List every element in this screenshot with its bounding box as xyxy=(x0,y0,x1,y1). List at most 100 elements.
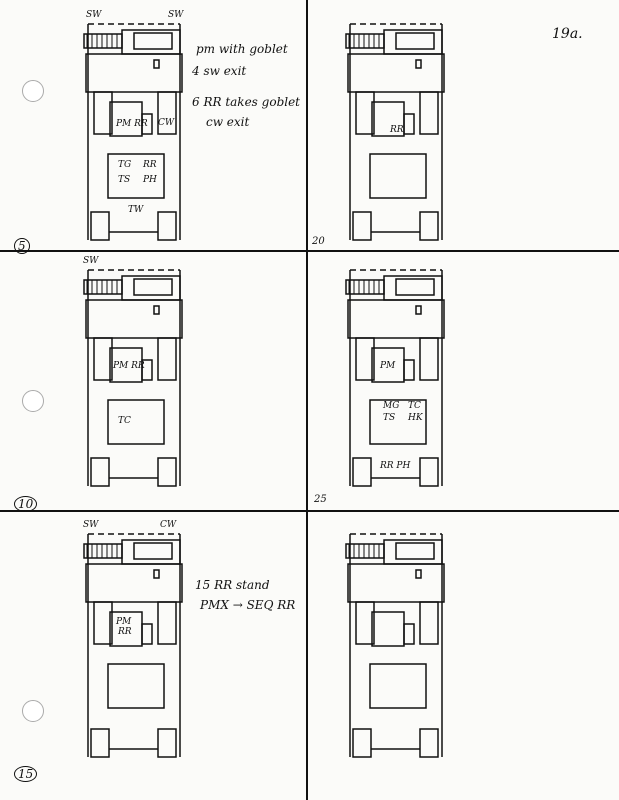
left-wing xyxy=(355,91,375,135)
character-label: TC xyxy=(408,401,421,411)
throne-steps xyxy=(403,623,415,645)
character-label: PM RR xyxy=(112,361,145,371)
left-box xyxy=(90,728,110,758)
stage-diagram: RR xyxy=(345,23,445,241)
column-divider xyxy=(306,0,308,800)
upper-block xyxy=(395,278,435,296)
door-marker xyxy=(415,569,422,579)
blocking-note: cw exit xyxy=(206,115,250,129)
center-table xyxy=(369,153,427,199)
left-box xyxy=(352,457,372,487)
blocking-note: 15 RR stand xyxy=(195,578,270,592)
right-wing xyxy=(157,91,177,135)
character-label: CW xyxy=(160,520,177,530)
throne-steps xyxy=(141,113,153,135)
character-label: TW xyxy=(128,205,144,215)
stage-diagram xyxy=(345,533,445,758)
character-label: PM xyxy=(379,361,396,371)
throne-steps xyxy=(141,623,153,645)
panel-number: 15 xyxy=(14,766,38,782)
stage-diagram: PM MG TC TS HK RR PH xyxy=(345,269,445,487)
left-box xyxy=(90,211,110,241)
main-platform xyxy=(85,53,183,93)
staircase xyxy=(345,543,385,559)
blocking-note: PMX → SEQ RR xyxy=(200,598,296,612)
throne-block xyxy=(371,611,405,647)
staircase xyxy=(83,543,123,559)
character-label: RR xyxy=(142,160,157,170)
upper-block xyxy=(133,278,173,296)
character-label: CW xyxy=(158,118,175,128)
throne-steps xyxy=(403,113,415,135)
center-table xyxy=(107,153,165,199)
panel-number: 5 xyxy=(14,238,30,254)
character-label: TC xyxy=(118,416,131,426)
upper-block xyxy=(395,32,435,50)
center-table xyxy=(369,399,427,445)
character-label: RR xyxy=(389,125,404,135)
left-wing xyxy=(355,337,375,381)
center-table xyxy=(107,399,165,445)
character-label: TS xyxy=(118,175,130,185)
right-wing xyxy=(419,337,439,381)
left-box xyxy=(352,728,372,758)
center-table xyxy=(107,663,165,709)
staircase xyxy=(345,33,385,49)
right-box xyxy=(157,457,177,487)
right-box xyxy=(157,211,177,241)
main-platform xyxy=(85,299,183,339)
staircase xyxy=(345,279,385,295)
main-platform xyxy=(347,53,445,93)
upper-block xyxy=(133,32,173,50)
right-wing xyxy=(419,601,439,645)
binder-hole xyxy=(22,390,44,412)
page-label: 19a. xyxy=(552,26,583,42)
character-label: RR xyxy=(117,627,132,637)
right-wing xyxy=(157,337,177,381)
left-wing xyxy=(93,601,113,645)
door-marker xyxy=(415,59,422,69)
right-wing xyxy=(419,91,439,135)
right-box xyxy=(419,728,439,758)
character-label: SW xyxy=(83,520,99,530)
main-platform xyxy=(347,299,445,339)
staircase xyxy=(83,279,123,295)
character-label: RR PH xyxy=(379,461,410,471)
character-label: MG xyxy=(382,401,399,411)
door-marker xyxy=(153,305,160,315)
blocking-note: pm with goblet xyxy=(196,42,288,56)
center-table xyxy=(369,663,427,709)
row-divider xyxy=(0,250,619,252)
row-divider xyxy=(0,510,619,512)
character-label: SW xyxy=(168,10,184,20)
staircase xyxy=(83,33,123,49)
panel-number: 20 xyxy=(312,236,325,247)
main-platform xyxy=(347,563,445,603)
binder-hole xyxy=(22,700,44,722)
right-wing xyxy=(157,601,177,645)
character-label: SW xyxy=(83,256,99,266)
character-label: PH xyxy=(142,175,157,185)
character-label: SW xyxy=(86,10,102,20)
left-wing xyxy=(355,601,375,645)
door-marker xyxy=(153,59,160,69)
panel-number: 25 xyxy=(314,494,327,505)
character-label: TS xyxy=(383,413,395,423)
door-marker xyxy=(153,569,160,579)
left-wing xyxy=(93,337,113,381)
left-wing xyxy=(93,91,113,135)
character-label: TG xyxy=(118,160,131,170)
panel-number: 10 xyxy=(14,496,38,512)
left-box xyxy=(90,457,110,487)
throne-steps xyxy=(403,359,415,381)
character-label: HK xyxy=(407,413,424,423)
stage-diagram: SW PM RR TC xyxy=(83,256,183,487)
blocking-note: 6 RR takes goblet xyxy=(192,95,301,109)
blocking-note: 4 sw exit xyxy=(192,64,247,78)
left-box xyxy=(352,211,372,241)
throne-steps xyxy=(141,359,153,381)
upper-block xyxy=(395,542,435,560)
character-label: PM xyxy=(115,617,132,627)
